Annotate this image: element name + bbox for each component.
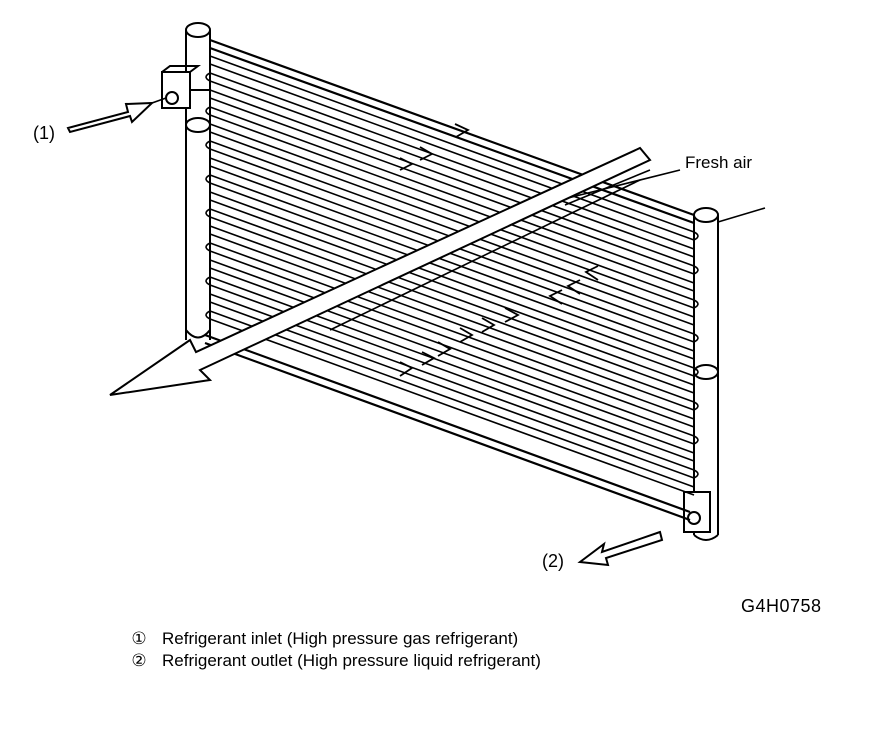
- condenser-tube: [209, 55, 695, 241]
- fresh-air-flow-arrow: [109, 146, 652, 396]
- legend-text: Refrigerant inlet (High pressure gas ref…: [162, 629, 519, 648]
- tube-bend: [205, 174, 211, 184]
- tube-bend: [205, 208, 211, 218]
- tube-bend: [205, 242, 211, 252]
- tube-bend: [693, 469, 699, 479]
- condenser-tube: [209, 208, 695, 394]
- inlet-fitting: [161, 65, 201, 109]
- callout-1-number: 1: [39, 123, 50, 143]
- condenser-tubes: [205, 55, 699, 496]
- legend-item: ① Refrigerant inlet (High pressure gas r…: [128, 628, 541, 650]
- outlet-arrow: [577, 530, 664, 567]
- condenser-tube: [209, 310, 695, 496]
- condenser-tube: [209, 242, 695, 428]
- tube-bend: [205, 72, 211, 82]
- tube-bend: [693, 231, 699, 241]
- fresh-air-label: Fresh air: [685, 153, 753, 172]
- condenser-tube: [209, 191, 695, 377]
- callout-2-number: 2: [548, 551, 559, 571]
- callout-2-label: (2): [542, 551, 565, 571]
- tube-bend: [693, 333, 699, 343]
- legend-number: ②: [131, 651, 147, 670]
- condenser-tube: [209, 123, 695, 309]
- condenser-tube: [209, 106, 695, 292]
- tube-bend: [693, 367, 699, 377]
- tube-bend: [205, 310, 211, 320]
- inlet-arrow: [66, 101, 155, 134]
- condenser-tube: [209, 259, 695, 445]
- tube-bend: [205, 106, 211, 116]
- tube-bend: [205, 140, 211, 150]
- tube-bend: [693, 265, 699, 275]
- legend-number: ①: [131, 629, 147, 648]
- refrigerant-flow-arrows: [399, 123, 599, 377]
- condenser-tube: [209, 225, 695, 411]
- tube-bend: [693, 401, 699, 411]
- tube-bend: [693, 435, 699, 445]
- callout-1-label: (1): [33, 123, 56, 143]
- right-header-tank: [693, 207, 719, 541]
- tube-bend: [205, 276, 211, 286]
- legend: ① Refrigerant inlet (High pressure gas r…: [128, 628, 541, 672]
- figure-code: G4H0758: [741, 596, 822, 616]
- fresh-air-leader-line: [559, 169, 681, 201]
- legend-item: ② Refrigerant outlet (High pressure liqu…: [128, 650, 541, 672]
- legend-text: Refrigerant outlet (High pressure liquid…: [162, 651, 541, 670]
- condenser-tube: [209, 89, 695, 275]
- tube-bend: [693, 299, 699, 309]
- condenser-tube: [209, 72, 695, 258]
